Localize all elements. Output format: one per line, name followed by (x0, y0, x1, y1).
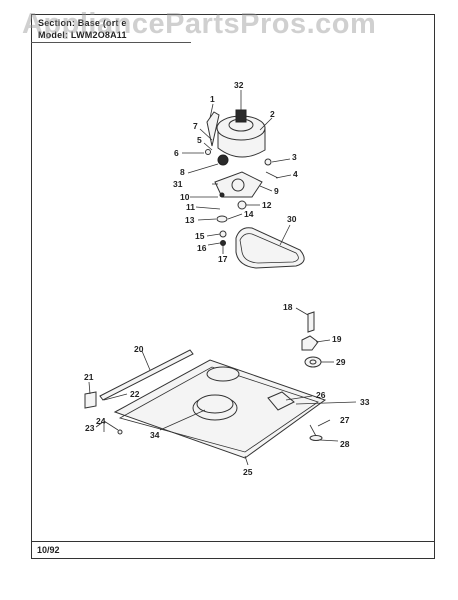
callout-11: 11 (186, 202, 195, 212)
callout-34: 34 (150, 430, 160, 440)
callout-25: 25 (243, 467, 253, 477)
drive-belt (235, 227, 305, 269)
callout-30: 30 (287, 214, 297, 224)
base-pan (113, 359, 327, 459)
callout-2: 2 (270, 109, 275, 119)
base-bracket-bar (84, 349, 194, 435)
header-divider (31, 42, 191, 43)
callout-27: 27 (340, 415, 350, 425)
callout-3: 3 (292, 152, 297, 162)
callout-leaders (88, 90, 357, 466)
callout-18: 18 (283, 302, 293, 312)
callout-31: 31 (173, 179, 183, 189)
motor-assembly (205, 109, 279, 179)
callout-17: 17 (218, 254, 228, 264)
callout-22: 22 (130, 389, 140, 399)
callout-10: 10 (180, 192, 190, 202)
footer-box (31, 541, 435, 559)
motor-mount-plate (214, 171, 263, 246)
callout-4: 4 (293, 169, 298, 179)
section-title: Section: Base (ort e (38, 18, 127, 28)
callout-23: 23 (85, 423, 95, 433)
revision-date: 10/92 (37, 545, 60, 555)
callout-24: 24 (96, 416, 106, 426)
callout-19: 19 (332, 334, 342, 344)
callout-28: 28 (340, 439, 350, 449)
callout-32: 32 (234, 80, 244, 90)
callout-1: 1 (210, 94, 215, 104)
callout-20: 20 (134, 344, 144, 354)
callout-8: 8 (180, 167, 185, 177)
callout-29: 29 (336, 357, 346, 367)
callout-26: 26 (316, 390, 326, 400)
callout-7: 7 (193, 121, 198, 131)
callout-33: 33 (360, 397, 370, 407)
callout-15: 15 (195, 231, 205, 241)
watermark: AppliancePartsPros.com (22, 8, 377, 40)
callout-13: 13 (185, 215, 195, 225)
model-number: Model: LWM2O8A11 (38, 30, 127, 40)
right-small-parts (301, 311, 322, 368)
callout-16: 16 (197, 243, 207, 253)
callout-6: 6 (174, 148, 179, 158)
callout-12: 12 (262, 200, 272, 210)
callout-14: 14 (244, 209, 254, 219)
diagram-frame (31, 14, 435, 542)
callout-21: 21 (84, 372, 94, 382)
callout-5: 5 (197, 135, 202, 145)
callout-9: 9 (274, 186, 279, 196)
